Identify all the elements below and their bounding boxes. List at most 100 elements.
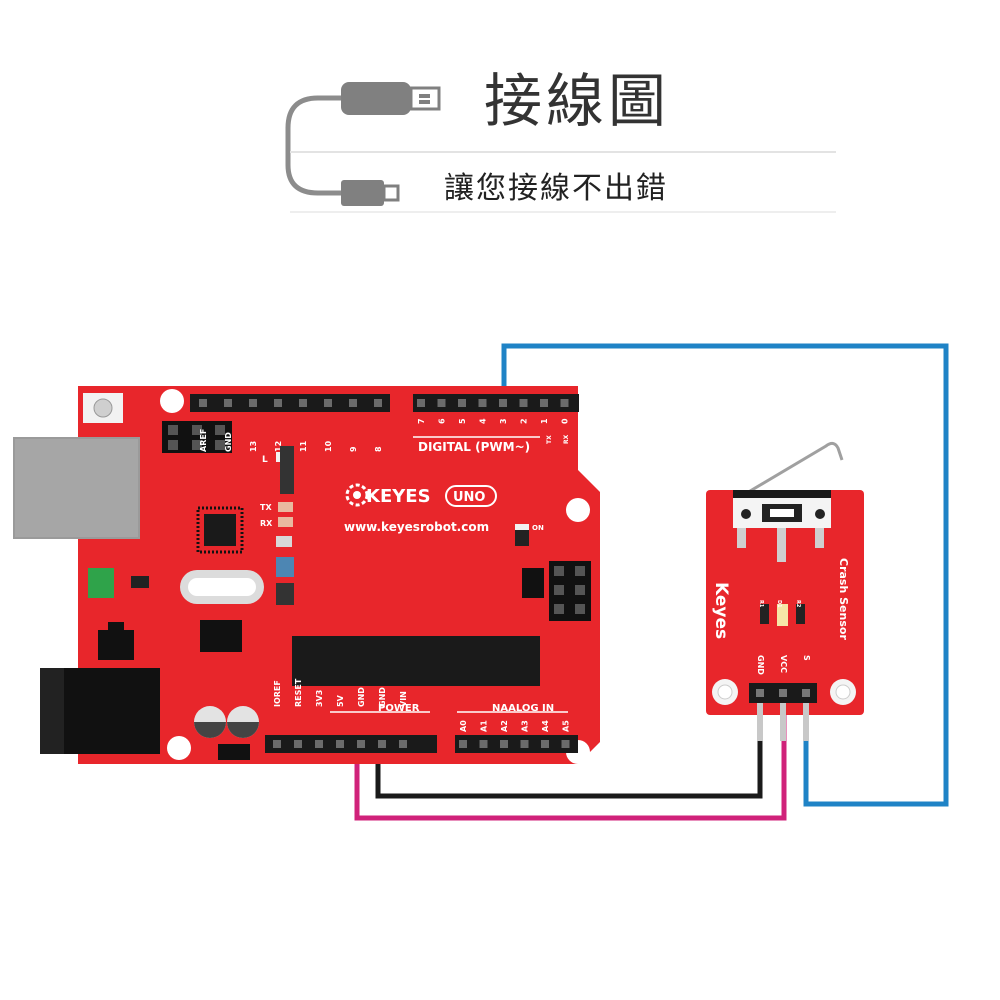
sensor-pin-gnd-label: GND — [756, 655, 765, 675]
digital-pin-label: 1 — [540, 418, 549, 424]
power-pin-label: IOREF — [273, 680, 282, 707]
mount-hole — [167, 736, 191, 760]
digital-pin-slot — [519, 399, 528, 407]
digital-pin-slot — [199, 399, 207, 407]
digital-pin-slot — [374, 399, 382, 407]
sensor-mark-r2: R2 — [795, 600, 801, 608]
digital-pin-slot — [299, 399, 307, 407]
icsp-header-left — [162, 421, 232, 453]
analog-pin-label: A1 — [480, 720, 489, 732]
digital-pin-slot — [349, 399, 357, 407]
digital-pin-label: 3 — [499, 418, 508, 424]
wires — [354, 343, 949, 821]
reset-button — [83, 393, 123, 423]
digital-pin-label: 13 — [249, 441, 258, 452]
sensor-pin-s-label: S — [802, 655, 811, 661]
header: 接線圖 讓您接線不出錯 — [285, 67, 836, 213]
analog-pin-label: A2 — [500, 720, 509, 732]
model-badge — [445, 485, 497, 507]
led-l-label: L — [262, 455, 268, 465]
icsp-header-right — [549, 561, 591, 621]
digital-pin-label: AREF — [199, 429, 208, 452]
sensor-resistor — [760, 604, 769, 624]
power-pin-slot — [399, 740, 407, 748]
analog-pin-label: A5 — [562, 720, 571, 732]
power-pin-slot — [315, 740, 323, 748]
analog-pin-slot — [500, 740, 508, 748]
power-header — [265, 735, 437, 753]
digital-pin-label: 11 — [299, 440, 308, 452]
led-tx-label: TX — [260, 503, 272, 512]
tx-mark: TX — [546, 435, 553, 444]
electrolytic-capacitors — [194, 706, 259, 738]
digital-pin-label: 10 — [324, 440, 333, 452]
power-pin-slot — [378, 740, 386, 748]
polyfuse — [88, 568, 114, 598]
page-title: 接線圖 — [484, 67, 670, 135]
capacitor — [276, 536, 292, 547]
led-rx — [278, 517, 293, 527]
power-pin-label: 3V3 — [315, 690, 324, 707]
power-pin-slot — [294, 740, 302, 748]
digital-pin-label: 12 — [274, 441, 283, 452]
power-pin-slot — [336, 740, 344, 748]
ic-small — [200, 620, 242, 652]
wire-signal — [501, 343, 949, 807]
usb-port — [14, 438, 139, 538]
crash-sensor-module: Keyes Crash Sensor R1 D1 R2 GND VCC S — [706, 441, 864, 741]
sensor-brand: Keyes — [711, 582, 731, 639]
digital-pin-label: 7 — [417, 418, 426, 424]
wire-ground — [375, 700, 763, 799]
digital-pin-label: 9 — [349, 446, 358, 452]
led-rx-label: RX — [260, 519, 273, 528]
analog-header — [455, 735, 578, 753]
digital-pin-slot — [274, 399, 282, 407]
micro-switch — [733, 490, 831, 562]
sensor-led — [777, 604, 788, 626]
board-url: www.keyesrobot.com — [344, 520, 489, 534]
sensor-name: Crash Sensor — [837, 558, 850, 640]
digital-pin-label: 4 — [479, 418, 488, 424]
model-name: UNO — [453, 490, 486, 505]
digital-header-left — [190, 394, 390, 412]
page-subtitle: 讓您接線不出錯 — [444, 171, 668, 206]
digital-pin-label: 2 — [520, 418, 529, 424]
power-pin-label: VIN — [399, 691, 408, 707]
diode — [218, 744, 250, 760]
analog-pin-slot — [479, 740, 488, 748]
resistor-array — [280, 446, 294, 494]
power-pin-label: GND — [357, 687, 366, 707]
digital-pin-slot — [249, 399, 257, 407]
analog-pin-slot — [541, 740, 549, 748]
usb-chip — [196, 506, 244, 554]
sensor-pin-vcc-label: VCC — [779, 655, 788, 673]
digital-pin-slot — [478, 399, 487, 407]
digital-pin-slot — [417, 399, 425, 407]
power-pin-label: GND — [378, 687, 387, 707]
power-pin-slot — [357, 740, 365, 748]
analog-pin-slot — [561, 740, 570, 748]
digital-pin-label: 8 — [374, 446, 383, 452]
digital-pin-slot — [499, 399, 507, 407]
digital-pin-label: 0 — [561, 418, 570, 424]
sensor-resistor — [796, 604, 805, 624]
led-on-label: ON — [532, 524, 544, 532]
power-pin-label: 5V — [336, 694, 345, 707]
digital-pin-slot — [324, 399, 332, 407]
led-tx — [278, 502, 293, 512]
wire-power — [354, 700, 787, 821]
digital-pin-label: GND — [224, 432, 233, 452]
rx-mark: RX — [563, 434, 570, 444]
digital-pin-slot — [560, 399, 569, 407]
power-pin-label: RESET — [294, 678, 303, 707]
digital-label: DIGITAL (PWM~) — [418, 440, 530, 454]
keyes-logo: KEYES UNO www.keyesrobot.com — [344, 483, 497, 534]
resistor — [276, 583, 294, 605]
transistor — [522, 568, 544, 598]
digital-pin-slot — [224, 399, 232, 407]
analog-pin-label: A4 — [541, 720, 550, 732]
analog-pin-label: A0 — [459, 720, 468, 732]
brand-name: KEYES — [366, 486, 431, 507]
